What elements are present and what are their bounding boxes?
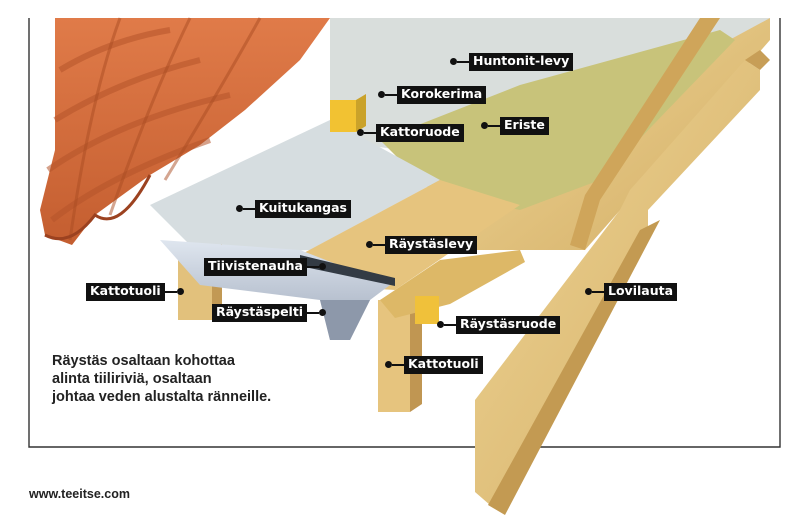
caption-line: johtaa veden alustalta ränneille. [52, 389, 272, 405]
diagram-frame [28, 18, 781, 448]
pointer-line [457, 60, 469, 63]
label-kuitukangas: Kuitukangas [236, 200, 351, 218]
label-huntonit: Huntonit-levy [450, 53, 574, 71]
insulation [380, 30, 735, 210]
roof-slope-edge [570, 18, 720, 250]
caption-line: Räystäs osaltaan kohottaa [52, 353, 235, 369]
sealing-tape [300, 255, 395, 286]
eave-board [300, 180, 520, 290]
roof-tiles [40, 17, 330, 245]
label-eriste: Eriste [481, 117, 549, 135]
roof-batten [330, 100, 356, 132]
label-raystasruode: Räystäsruode [437, 316, 561, 334]
label-raystaslevy: Räystäslevy [366, 236, 478, 254]
label-kattotuoli-right: Kattotuoli [385, 356, 483, 374]
diagram-caption: Räystäs osaltaan kohottaa alinta tiiliri… [52, 352, 271, 406]
website-credit: www.teeitse.com [29, 487, 130, 501]
label-tiivistenauha: Tiivistenauha [204, 258, 326, 276]
rafter-right [378, 300, 410, 412]
caption-line: alinta tiiliriviä, osaltaan [52, 371, 212, 387]
eave-batten-end [415, 296, 439, 324]
label-kattotuoli-left: Kattotuoli [86, 283, 184, 301]
pointer-dot [450, 58, 457, 66]
label-korokerima: Korokerima [378, 86, 487, 104]
label-raystaspelti: Räystäspelti [212, 304, 327, 322]
label-kattoruode: Kattoruode [357, 124, 464, 142]
label-lovilauta: Lovilauta [585, 283, 678, 301]
fiber-cloth [150, 120, 440, 255]
